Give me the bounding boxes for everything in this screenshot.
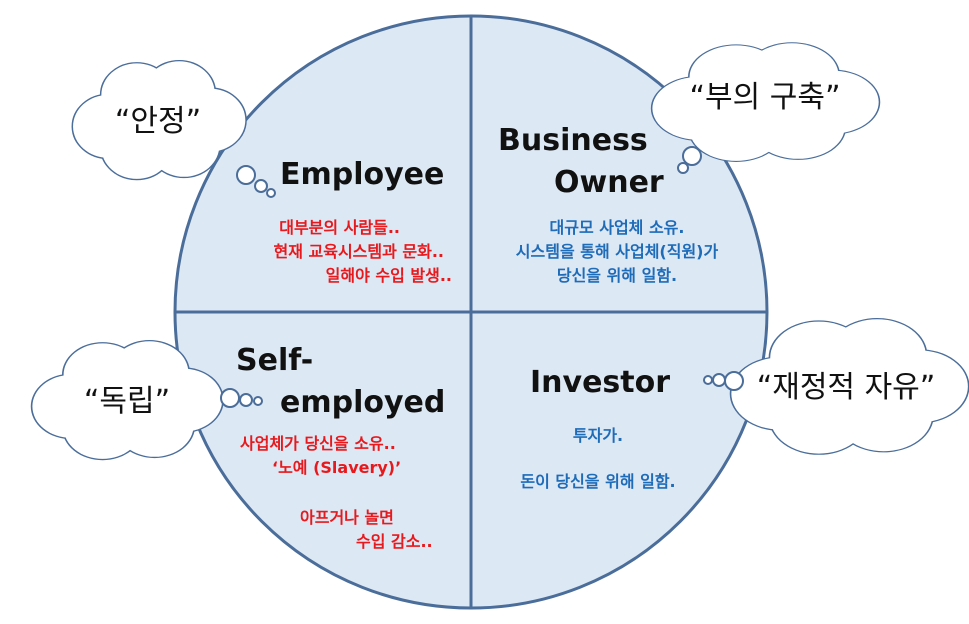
cloud-label-financial-freedom: “재정적 자유”: [756, 370, 936, 405]
thought-cloud-investor: [703, 317, 969, 456]
text-line: 사업체가 당신을 소유..: [240, 434, 396, 453]
text-line: 수입 감소..: [356, 532, 433, 551]
text-line: 대규모 사업체 소유.: [549, 218, 685, 237]
text-line: 아프거나 놀면: [300, 508, 394, 527]
text-line: 투자가.: [572, 426, 624, 445]
text-line: 시스템을 통해 사업체(직원)가: [515, 242, 719, 261]
title-line: Self-: [236, 343, 314, 378]
quadrant-title-self-employed: Self- employed: [236, 340, 445, 424]
spacer: [226, 480, 448, 506]
thought-cloud-business: [650, 41, 881, 174]
cloud-label-wealth-building: “부의 구축”: [689, 80, 841, 115]
title-line: Owner: [554, 165, 664, 200]
text-line: 돈이 당신을 위해 일함.: [520, 472, 676, 491]
quadrant-circle: [173, 14, 769, 610]
quadrant-text-employee: 대부분의 사람들.. 현재 교육시스템과 문화.. 일해야 수입 발생..: [200, 216, 453, 288]
title-line: Business: [498, 123, 648, 158]
text-line: ‘노예 (Slavery)’: [272, 458, 402, 477]
thought-cloud-self-employed: [30, 339, 263, 461]
quadrant-text-business-owner: 대규모 사업체 소유. 시스템을 통해 사업체(직원)가 당신을 위해 일함.: [482, 216, 752, 288]
text-line: 현재 교육시스템과 문화..: [273, 242, 445, 261]
quadrant-title-employee: Employee: [280, 157, 445, 192]
quadrant-text-self-employed: 사업체가 당신을 소유.. ‘노예 (Slavery)’ 아프거나 놀면 수입 …: [226, 432, 448, 554]
quadrant-text-investor: 투자가. 돈이 당신을 위해 일함.: [488, 424, 708, 494]
cloud-label-independence: “독립”: [83, 384, 171, 419]
cloud-label-stability: “안정”: [114, 104, 202, 139]
quadrant-title-investor: Investor: [530, 365, 671, 400]
title-line: employed: [280, 385, 446, 420]
quadrant-title-business-owner: Business Owner: [498, 120, 664, 204]
thought-cloud-employee: [71, 59, 276, 198]
spacer: [488, 448, 708, 470]
text-line: 대부분의 사람들..: [279, 218, 400, 237]
text-line: 당신을 위해 일함.: [556, 266, 678, 285]
text-line: 일해야 수입 발생..: [325, 266, 452, 285]
